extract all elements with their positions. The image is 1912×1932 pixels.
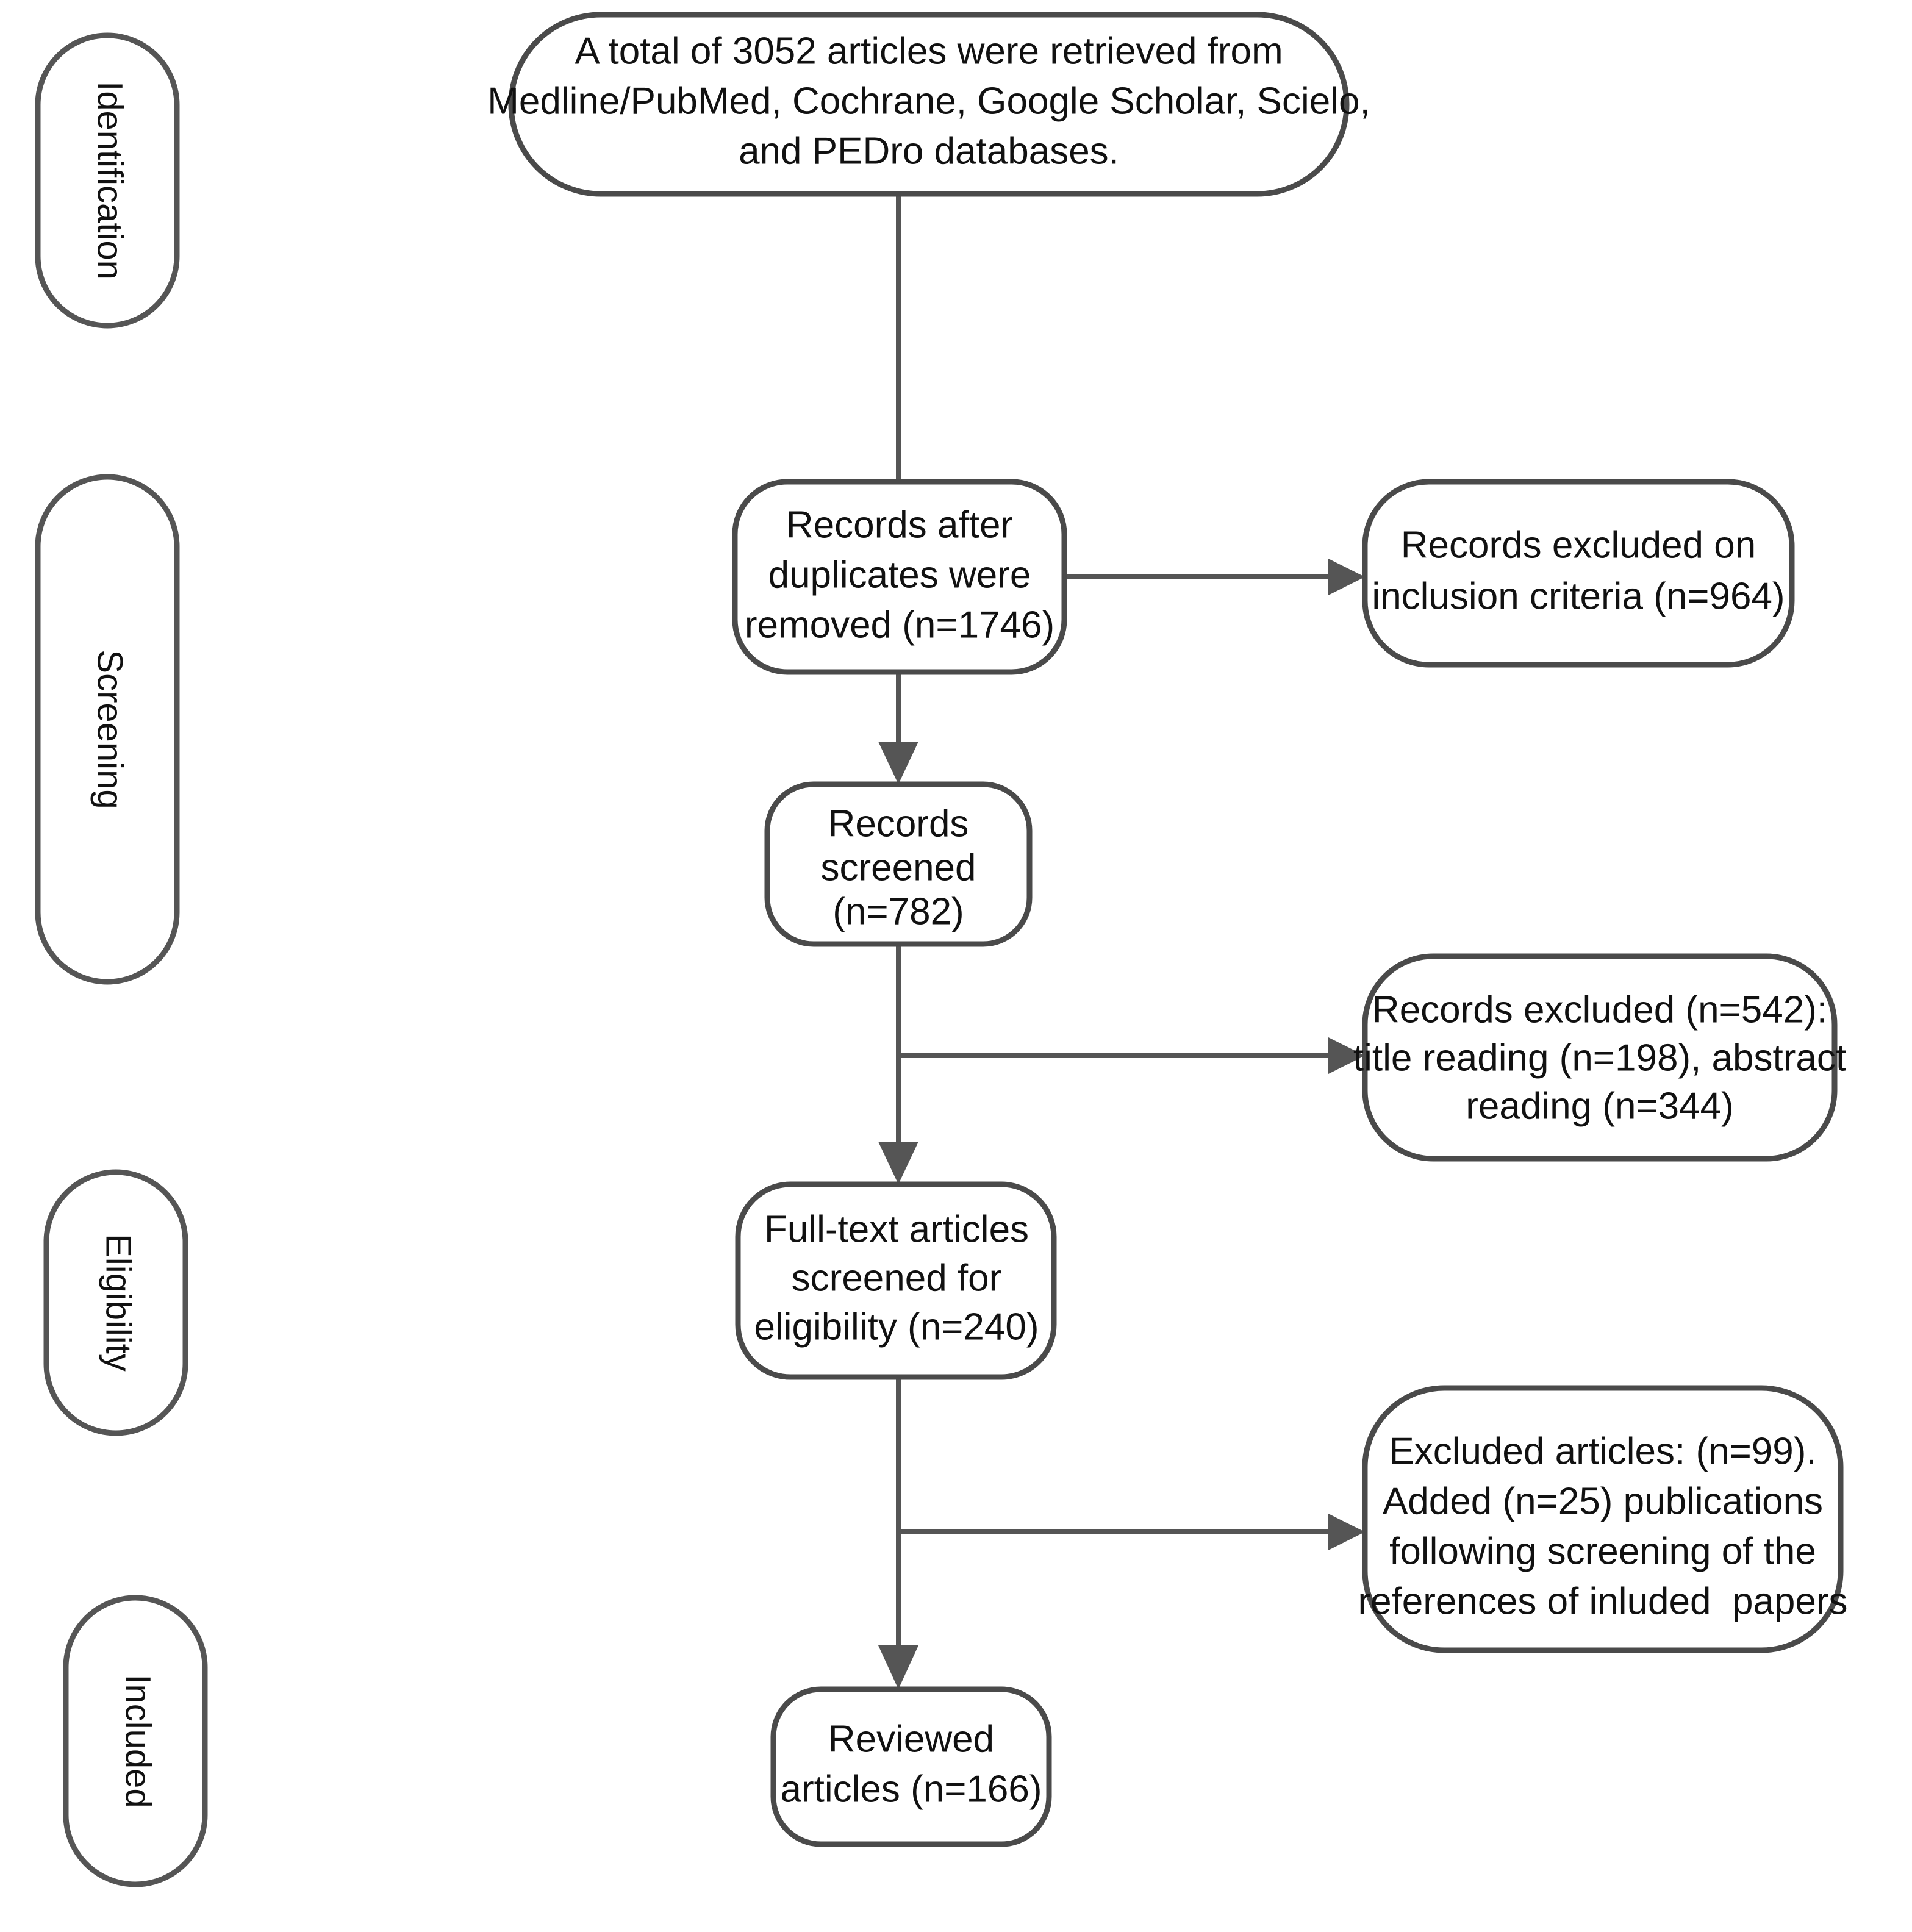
node-after-duplicates-line-1: Records after — [786, 504, 1013, 546]
stage-identification: Identification — [35, 32, 180, 329]
node-records-screened-shape[interactable] — [764, 781, 1033, 947]
node-excluded-inclusion-criteria-line-2: inclusion criteria (n=964) — [1372, 575, 1785, 617]
node-records-excluded-reading[interactable]: Records excluded (n=542): title reading … — [1353, 953, 1846, 1162]
node-fulltext-screened-line-3: eligibility (n=240) — [754, 1306, 1039, 1348]
stage-screening-label: Screening — [90, 649, 130, 809]
node-reviewed[interactable]: Reviewed articles (n=166) — [770, 1686, 1052, 1847]
node-excluded-articles-added-line-4: references of inluded papers — [1358, 1580, 1847, 1622]
node-reviewed-line-1: Reviewed — [828, 1718, 994, 1760]
node-retrieved-shape[interactable] — [508, 12, 1350, 197]
node-excluded-articles-added-line-1: Excluded articles: (n=99). — [1389, 1430, 1816, 1472]
stage-eligibility-label: Eligibility — [99, 1234, 138, 1372]
node-retrieved-line-3: and PEDro databases. — [739, 130, 1119, 172]
node-after-duplicates-line-3: removed (n=1746) — [745, 604, 1054, 646]
arrowhead-to-reviewed — [878, 1645, 918, 1689]
node-excluded-articles-added[interactable]: Excluded articles: (n=99). Added (n=25) … — [1358, 1385, 1848, 1653]
stage-column: Identification Screening Eligibility Inc… — [35, 32, 208, 1887]
arrowhead-to-excluded-criteria — [1328, 559, 1365, 595]
node-excluded-articles-added-shape[interactable] — [1362, 1385, 1844, 1653]
node-after-duplicates-line-2: duplicates were — [768, 554, 1031, 596]
node-reviewed-shape[interactable] — [770, 1686, 1052, 1847]
node-retrieved[interactable]: A total of 3052 articles were retrieved … — [487, 12, 1370, 197]
node-records-screened-line-1: Records — [828, 803, 969, 845]
stage-screening: Screening — [35, 474, 180, 985]
node-records-excluded-reading-line-2: title reading (n=198), abstract — [1353, 1037, 1846, 1079]
node-excluded-articles-added-line-2: Added (n=25) publications — [1383, 1480, 1823, 1522]
stage-screening-shape — [35, 474, 180, 985]
node-excluded-articles-added-line-3: following screening of the — [1389, 1530, 1816, 1572]
node-fulltext-screened[interactable]: Full-text articles screened for eligibil… — [735, 1181, 1057, 1380]
node-records-screened-line-3: (n=782) — [832, 890, 964, 932]
node-records-excluded-reading-shape[interactable] — [1362, 953, 1838, 1162]
stage-identification-label: Identification — [90, 81, 130, 280]
node-layer: A total of 3052 articles were retrieved … — [487, 12, 1848, 1847]
stage-eligibility-shape — [43, 1169, 188, 1436]
stage-eligibility: Eligibility — [43, 1169, 188, 1436]
node-excluded-inclusion-criteria-line-1: Records excluded on — [1401, 524, 1756, 566]
arrowhead-to-records-excluded-reading — [1328, 1037, 1365, 1074]
node-fulltext-screened-line-1: Full-text articles — [764, 1208, 1029, 1250]
node-records-excluded-reading-line-3: reading (n=344) — [1466, 1085, 1733, 1127]
node-fulltext-screened-shape[interactable] — [735, 1181, 1057, 1380]
stage-included: Included — [63, 1595, 208, 1887]
node-retrieved-line-1: A total of 3052 articles were retrieved … — [575, 30, 1283, 72]
node-after-duplicates[interactable]: Records after duplicates were removed (n… — [732, 479, 1067, 675]
arrowhead-to-fulltext — [878, 1142, 918, 1184]
stage-identification-shape — [35, 32, 180, 329]
node-records-excluded-reading-line-1: Records excluded (n=542): — [1372, 989, 1827, 1031]
connector-layer — [878, 194, 1365, 1689]
arrowhead-to-excluded-articles-added — [1328, 1514, 1365, 1550]
node-fulltext-screened-line-2: screened for — [792, 1257, 1002, 1299]
arrowhead-to-records-screened — [878, 742, 918, 784]
node-retrieved-line-2: Medline/PubMed, Cochrane, Google Scholar… — [487, 80, 1370, 122]
node-after-duplicates-shape[interactable] — [732, 479, 1067, 675]
stage-included-shape — [63, 1595, 208, 1887]
node-reviewed-line-2: articles (n=166) — [780, 1768, 1042, 1810]
stage-included-label: Included — [118, 1674, 158, 1808]
node-records-screened-line-2: screened — [820, 846, 976, 889]
node-excluded-inclusion-criteria[interactable]: Records excluded on inclusion criteria (… — [1362, 479, 1795, 668]
node-records-screened[interactable]: Records screened (n=782) — [764, 781, 1033, 947]
node-excluded-inclusion-criteria-shape[interactable] — [1362, 479, 1795, 668]
